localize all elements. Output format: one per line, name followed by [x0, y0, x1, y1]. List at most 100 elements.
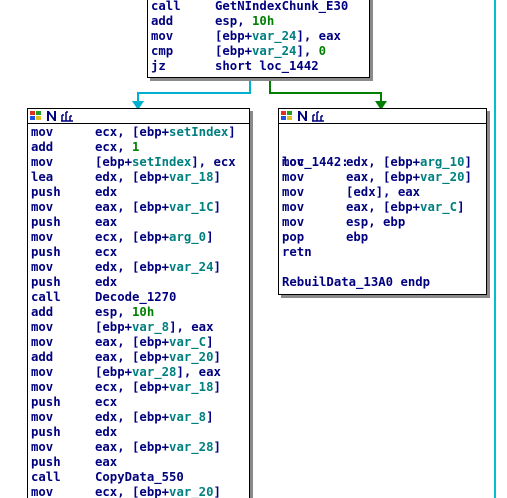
asm-operand-text: ecx, — [95, 140, 133, 154]
asm-symbol[interactable]: var_8 — [132, 320, 170, 334]
asm-line[interactable]: jz short loc_1442 — [148, 59, 369, 74]
asm-symbol[interactable]: setIndex — [132, 155, 192, 169]
asm-operand: eax — [95, 455, 117, 470]
asm-operand-text: ] — [206, 410, 214, 424]
asm-symbol[interactable]: var_8 — [169, 410, 207, 424]
asm-mnemonic: mov — [31, 335, 54, 349]
asm-line[interactable]: retn — [279, 245, 486, 260]
endp-line: RebuilData_13A0 endp — [279, 260, 486, 289]
asm-operand: edx — [95, 185, 117, 200]
asm-operand-text: [ebp+ — [95, 365, 133, 379]
asm-symbol[interactable]: var_28 — [132, 365, 177, 379]
asm-symbol[interactable]: setIndex — [169, 125, 229, 139]
asm-operand: ecx — [95, 395, 117, 410]
asm-symbol[interactable]: var_20 — [169, 350, 214, 364]
graph-node-name-icon[interactable] — [297, 110, 308, 122]
asm-operand: esp, 10h — [215, 14, 274, 29]
asm-symbol[interactable]: var_24 — [252, 44, 297, 58]
asm-operand: eax, [ebp+var_C] — [346, 200, 464, 215]
asm-line[interactable]: mov eax, [ebp+var_C] — [28, 335, 249, 350]
asm-symbol[interactable]: var_C — [169, 335, 207, 349]
asm-symbol[interactable]: arg_0 — [169, 230, 207, 244]
asm-operand-text: ] — [213, 170, 221, 184]
asm-symbol[interactable]: var_1C — [169, 200, 214, 214]
asm-mnemonic: jz — [151, 59, 166, 73]
asm-number: 10h — [132, 305, 155, 319]
asm-operand: ecx, [ebp+arg_0] — [95, 230, 213, 245]
asm-number: 1 — [132, 140, 140, 154]
graph-overview-icon[interactable] — [311, 110, 325, 122]
asm-operand-text: short loc_1442 — [215, 59, 319, 73]
asm-symbol[interactable]: var_18 — [169, 380, 214, 394]
asm-symbol[interactable]: var_C — [420, 200, 458, 214]
asm-operand-text: ebp — [346, 230, 369, 244]
asm-operand-text: ecx, [ebp+ — [95, 230, 170, 244]
asm-line[interactable]: mov[ebp+var_24], eax — [148, 29, 369, 44]
asm-line[interactable]: cmp[ebp+var_24], 0 — [148, 44, 369, 59]
asm-line[interactable]: mov[edx], eax — [279, 185, 486, 200]
graph-node-color-icon[interactable] — [281, 110, 294, 122]
graph-node-name-icon[interactable] — [46, 110, 57, 122]
location-label[interactable]: loc_1442: — [282, 155, 349, 169]
asm-symbol[interactable]: var_20 — [420, 170, 465, 184]
asm-symbol[interactable]: var_20 — [169, 485, 214, 498]
graph-overview-icon[interactable] — [60, 110, 74, 122]
asm-symbol[interactable]: var_24 — [169, 260, 214, 274]
asm-operand-text: ], eax — [169, 320, 214, 334]
asm-operand: edx, [ebp+arg_10] — [346, 155, 472, 170]
asm-symbol[interactable]: var_18 — [169, 170, 214, 184]
asm-line[interactable]: mov[ebp+setIndex], ecx — [28, 155, 249, 170]
asm-symbol[interactable]: var_28 — [169, 440, 214, 454]
asm-operand-text: [ebp+ — [215, 44, 253, 58]
asm-operand: [ebp+var_24], 0 — [215, 44, 326, 59]
endp-label[interactable]: RebuilData_13A0 endp — [282, 275, 431, 289]
asm-symbol[interactable]: var_24 — [252, 29, 297, 43]
asm-operand: eax, [ebp+var_C] — [95, 335, 213, 350]
asm-operand-text: [edx], eax — [346, 185, 421, 199]
asm-line[interactable]: mov[ebp+var_8], eax — [28, 320, 249, 335]
graph-node-color-icon[interactable] — [30, 110, 43, 122]
asm-mnemonic: lea — [31, 170, 54, 184]
asm-mnemonic: mov — [282, 215, 305, 229]
asm-operand-text: eax, [ebp+ — [346, 170, 421, 184]
asm-operand: esp, 10h — [95, 305, 154, 320]
asm-mnemonic: mov — [31, 320, 54, 334]
asm-operand-text: ecx, [ebp+ — [95, 485, 170, 498]
asm-line[interactable]: mov[ebp+var_28], eax — [28, 365, 249, 380]
asm-symbol[interactable]: arg_10 — [420, 155, 465, 169]
